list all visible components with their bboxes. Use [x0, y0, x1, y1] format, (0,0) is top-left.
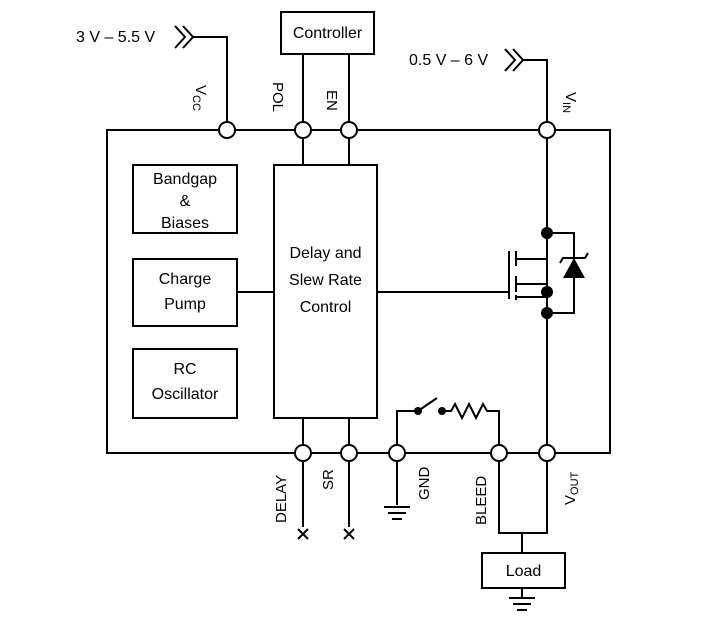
bleed-resistor-icon	[442, 401, 500, 445]
chip-outline	[106, 129, 611, 454]
bandgap-box	[132, 164, 238, 234]
vin-wire	[523, 59, 548, 122]
sr-no-connect-icon	[343, 528, 355, 540]
bleed-pin	[490, 444, 508, 462]
sr-pin	[340, 444, 358, 462]
controller-box	[280, 11, 375, 55]
delay-slew-label-line3: Control	[300, 299, 352, 316]
bleed-switch-icon	[396, 397, 446, 445]
rc-oscillator-label-line2: Oscillator	[152, 386, 219, 403]
delay-pin	[294, 444, 312, 462]
en-pin	[340, 121, 358, 139]
bandgap-label-line2: &	[180, 193, 191, 210]
bleed-pin-label: BLEED	[473, 476, 490, 525]
controller-label: Controller	[293, 25, 363, 42]
bandgap-label-line3: Biases	[161, 215, 209, 232]
mosfet-icon	[508, 138, 575, 445]
body-diode-icon	[559, 252, 589, 278]
load-ground-icon	[509, 597, 535, 611]
pol-pin	[294, 121, 312, 139]
vin-pin	[538, 121, 556, 139]
delay-slew-box	[273, 164, 378, 419]
load-box	[481, 552, 566, 589]
en-pin-label: EN	[323, 90, 340, 111]
charge-pump-label-line1: Charge	[159, 271, 212, 288]
delay-slew-label-line2: Slew Rate	[289, 272, 362, 289]
vin-supply-arrow-icon	[504, 48, 525, 72]
gnd-pin	[388, 444, 406, 462]
delay-pin-label: DELAY	[273, 475, 290, 523]
vcc-supply-arrow-icon	[174, 25, 195, 49]
ground-icon	[384, 506, 410, 520]
charge-pump-box	[132, 258, 238, 327]
vcc-pin-label: VCC	[190, 85, 209, 111]
delay-slew-label-line1: Delay and	[289, 245, 361, 262]
rc-oscillator-box	[132, 348, 238, 419]
sr-pin-label: SR	[320, 469, 337, 490]
load-label: Load	[506, 563, 542, 580]
bleed-wire	[498, 461, 522, 534]
vcc-pin	[218, 121, 236, 139]
vout-wire	[521, 461, 548, 553]
vcc-wire	[193, 36, 228, 122]
delay-no-connect-icon	[297, 528, 309, 540]
pol-pin-label: POL	[269, 82, 286, 112]
vout-pin	[538, 444, 556, 462]
vout-pin-label: VOUT	[562, 471, 581, 505]
bandgap-label-line1: Bandgap	[153, 171, 217, 188]
vin-range-label: 0.5 V – 6 V	[409, 52, 488, 69]
charge-pump-label-line2: Pump	[164, 296, 206, 313]
vcc-range-label: 3 V – 5.5 V	[76, 29, 155, 46]
rc-oscillator-label-line1: RC	[173, 361, 196, 378]
gnd-pin-label: GND	[416, 467, 433, 501]
vin-pin-label: VIN	[560, 92, 579, 113]
